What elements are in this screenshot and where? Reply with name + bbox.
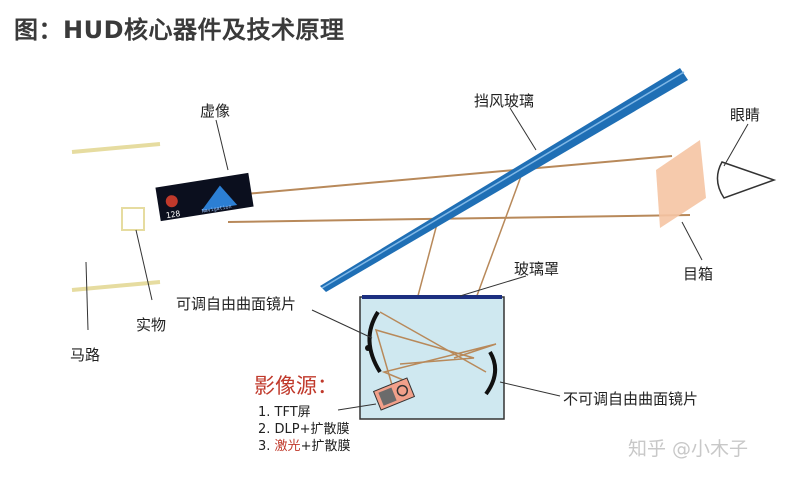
- virtual-image-screen: 128 Navigation: [155, 172, 254, 222]
- image-source-device: [372, 377, 416, 411]
- image-source-title: 影像源：: [254, 374, 338, 398]
- virtual-speed: 128: [165, 209, 181, 220]
- real-object-leader: [135, 229, 153, 301]
- internal-ray-3: [379, 311, 487, 373]
- label-windshield: 挡风玻璃: [474, 92, 535, 110]
- ray-upper: [244, 155, 673, 195]
- ray-lower: [227, 214, 691, 223]
- mirror-pivot: [365, 345, 371, 351]
- adjustable-mirror: [367, 310, 382, 374]
- glass-cover-leader: [459, 275, 527, 297]
- real-object-marker: [121, 207, 145, 231]
- eye-leader: [723, 123, 749, 167]
- label-eyebox: 目箱: [683, 265, 714, 283]
- label-glass-cover: 玻璃罩: [514, 260, 560, 278]
- virtual-image-leader: [215, 119, 229, 171]
- adjustable-mirror-leader: [311, 309, 373, 339]
- image-source-item-2: 2. DLP+扩散膜: [258, 422, 350, 437]
- label-real-object: 实物: [136, 316, 167, 334]
- page-title: 图：HUD核心器件及技术原理: [14, 16, 345, 44]
- image-source-leader: [337, 403, 377, 411]
- fixed-mirror-leader: [499, 381, 561, 397]
- internal-ray-2: [381, 343, 497, 383]
- label-adjustable-mirror: 可调自由曲面镜片: [176, 295, 297, 313]
- eyebox: [656, 140, 706, 228]
- label-road: 马路: [70, 346, 101, 364]
- watermark: 知乎 @小木子: [628, 438, 749, 460]
- label-eye: 眼睛: [730, 106, 761, 124]
- internal-ray-1: [374, 328, 475, 386]
- windshield-leader: [509, 107, 537, 151]
- image-source-item-3: 3. 激光+扩散膜: [258, 439, 351, 454]
- road-line-bottom: [71, 280, 161, 292]
- image-source-list: 1. TFT屏 2. DLP+扩散膜 3. 激光+扩散膜: [258, 404, 350, 455]
- windshield-highlight: [321, 71, 685, 289]
- label-fixed-mirror: 不可调自由曲面镜片: [563, 390, 699, 408]
- virtual-small-text: Navigation: [201, 204, 232, 215]
- image-source-item-1: 1. TFT屏: [258, 405, 311, 420]
- eyebox-leader: [681, 221, 703, 261]
- fixed-mirror: [484, 350, 498, 396]
- eye-shape: [716, 161, 777, 199]
- road-line-top: [71, 142, 161, 154]
- label-virtual-image: 虚像: [200, 102, 231, 120]
- road-leader: [85, 261, 89, 331]
